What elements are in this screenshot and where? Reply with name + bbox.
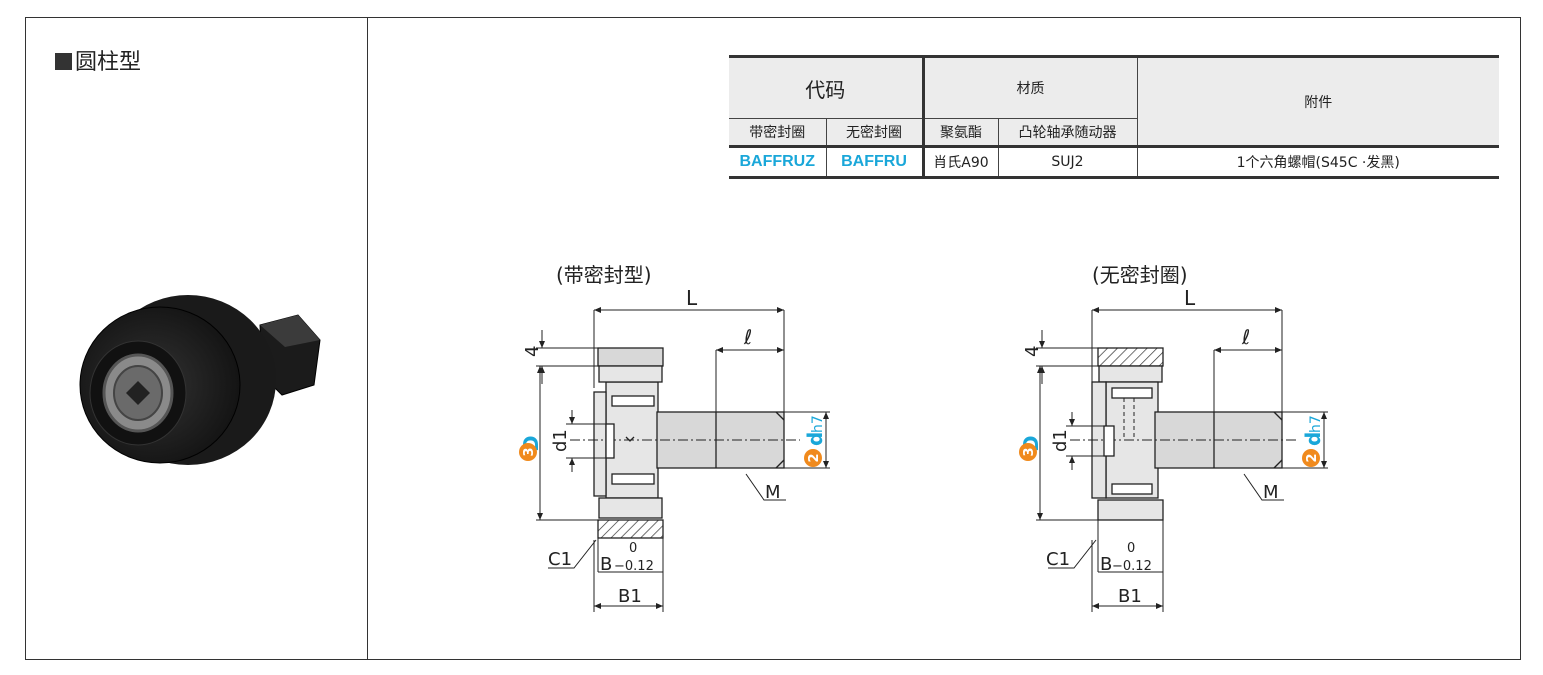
spec-frame — [25, 17, 1521, 660]
product-photo — [79, 295, 321, 465]
dim-B-upper-right: 0 — [1127, 541, 1135, 556]
dim-d-right: d — [1301, 432, 1325, 446]
dim-d1-left: d1 — [550, 429, 571, 452]
badge-3-right: 3 — [1022, 447, 1037, 456]
dim-L-right: L — [1184, 286, 1196, 310]
dim-h7-left: h7 — [810, 415, 826, 433]
dim-B-right: B — [1100, 554, 1112, 575]
without-seal-header: 无密封圈 — [825, 118, 924, 147]
accessory-cell: 1个六角螺帽(S45C ·发黑) — [1136, 145, 1499, 178]
with-seal-header: 带密封圈 — [729, 118, 827, 147]
badge-2-right-icon — [1302, 449, 1320, 467]
dim-B-lower-right: −0.12 — [1112, 559, 1152, 574]
badge-3-right-icon — [1019, 443, 1037, 461]
dim-l-left: ℓ — [743, 325, 752, 349]
dim-d1-right: d1 — [1050, 429, 1071, 452]
cam-follower-cell: SUJ2 — [997, 145, 1138, 178]
table-row: BAFFRUZ BAFFRU 肖氏A90 SUJ2 1个六角螺帽(S45C ·发… — [729, 145, 1499, 178]
spec-table: 代码 材质 附件 带密封圈 无密封圈 聚氨酯 凸轮轴承随动器 BAFFRUZ B… — [729, 55, 1499, 179]
dim-B1-left: B1 — [618, 586, 642, 607]
dim-B-upper-left: 0 — [629, 541, 637, 556]
unsealed-type-drawing — [1070, 347, 1298, 521]
diagram-caption-sealed: (带密封型) — [556, 263, 652, 287]
code-noseal-cell: BAFFRU — [825, 145, 924, 178]
accessory-header: 附件 — [1136, 56, 1499, 147]
diagram-caption-unsealed: (无密封圈) — [1092, 263, 1188, 287]
code-header: 代码 — [729, 56, 924, 119]
dim-4-right: 4 — [1022, 346, 1043, 357]
column-divider — [367, 17, 368, 660]
material-header: 材质 — [921, 56, 1138, 119]
dim-M-left: M — [765, 482, 781, 503]
badge-2-right: 2 — [1305, 453, 1320, 462]
sealed-type-drawing — [570, 347, 800, 539]
dim-B-lower-left: −0.12 — [614, 559, 654, 574]
section-title: 圆柱型 — [55, 44, 141, 76]
dim-l-right: ℓ — [1241, 325, 1250, 349]
badge-2-left-icon — [804, 449, 822, 467]
dim-h7-right: h7 — [1308, 415, 1324, 433]
dim-B1-right: B1 — [1118, 586, 1142, 607]
dim-C1-left: C1 — [548, 549, 572, 570]
square-bullet-icon — [55, 53, 72, 70]
dim-C1-right: C1 — [1046, 549, 1070, 570]
dim-M-right: M — [1263, 482, 1279, 503]
polyurethane-cell: 肖氏A90 — [921, 145, 999, 178]
code-seal-cell: BAFFRUZ — [729, 145, 827, 178]
dim-B-left: B — [600, 554, 612, 575]
badge-3-left-icon — [519, 443, 537, 461]
polyurethane-header: 聚氨酯 — [921, 118, 999, 147]
badge-3-left: 3 — [522, 447, 537, 456]
cam-follower-header: 凸轮轴承随动器 — [997, 118, 1138, 147]
dim-d-left: d — [803, 432, 827, 446]
badge-2-left: 2 — [807, 453, 822, 462]
dim-4-left: 4 — [522, 346, 543, 357]
dim-L-left: L — [686, 286, 698, 310]
